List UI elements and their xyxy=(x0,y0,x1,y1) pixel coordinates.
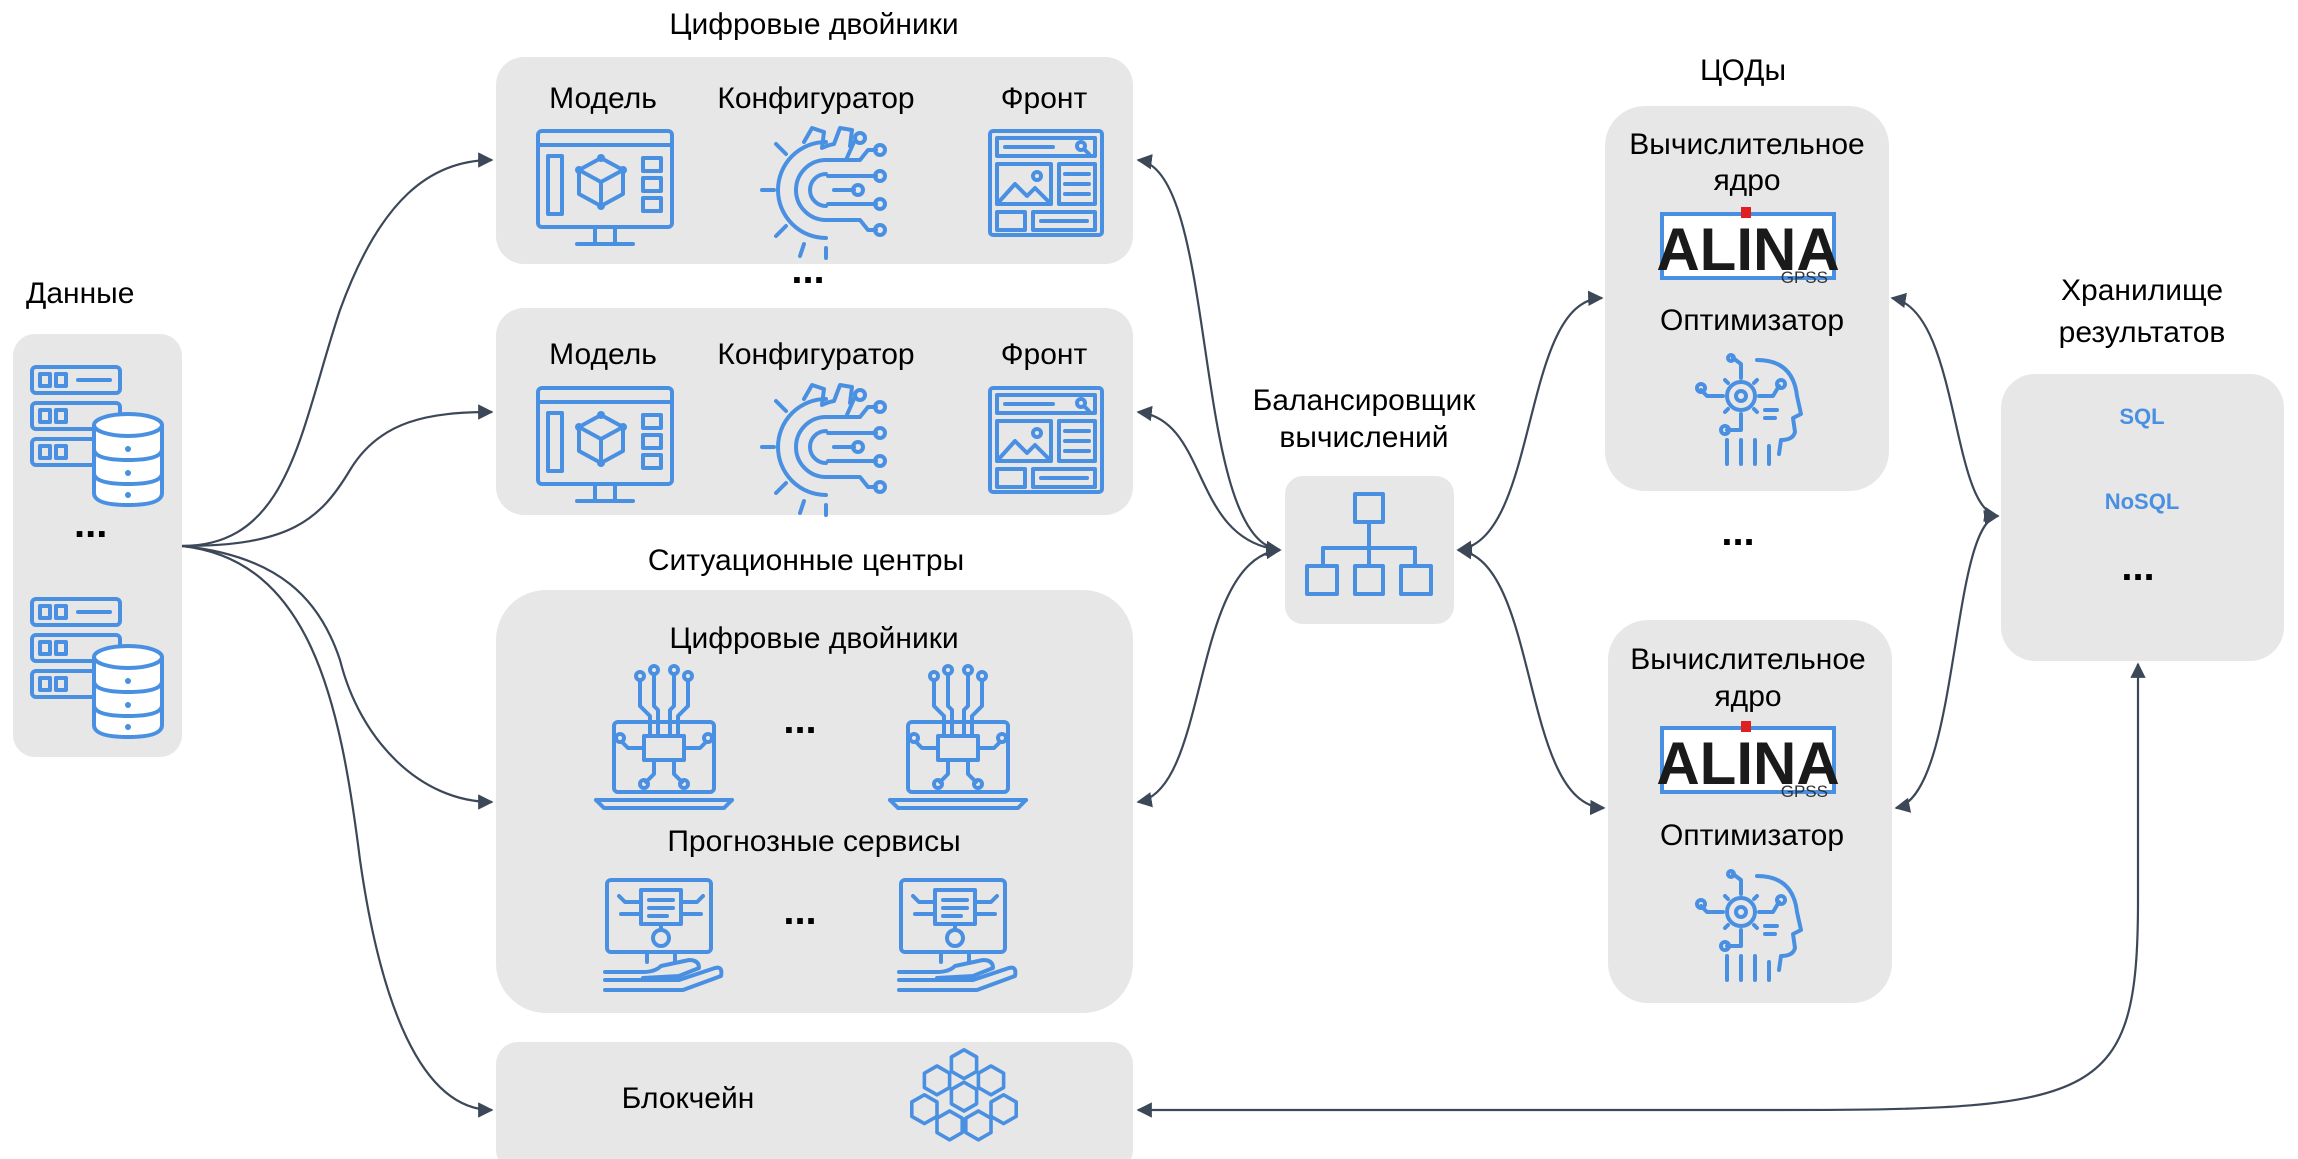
dc1-optimizer-label: Оптимизатор xyxy=(1660,304,1844,337)
dc2-optimizer-label: Оптимизатор xyxy=(1660,819,1844,852)
storage-title-line1: Хранилище xyxy=(2061,274,2223,307)
dc1-core-line1: Вычислительное xyxy=(1629,128,1864,161)
situation-centers-title: Ситуационные центры xyxy=(648,544,964,577)
balancer-title-line2: вычислений xyxy=(1279,421,1448,454)
alina-logo-2: ALINA GPSS xyxy=(1656,721,1840,801)
sc-forecast-ellipsis: ... xyxy=(783,889,816,933)
sc-forecast-label: Прогнозные сервисы xyxy=(667,825,960,858)
digital-twins-between-ellipsis: ... xyxy=(791,248,824,292)
sc-twins-ellipsis: ... xyxy=(783,698,816,742)
storage-item-sql: SQL xyxy=(2119,404,2164,429)
data-title: Данные xyxy=(26,277,134,310)
svg-text:ALINA: ALINA xyxy=(1656,216,1839,283)
storage-item-ellipsis: ... xyxy=(2121,545,2154,589)
front-label-1: Фронт xyxy=(1001,82,1088,115)
datacenters-between-ellipsis: ... xyxy=(1721,510,1754,554)
svg-text:GPSS: GPSS xyxy=(1781,268,1828,287)
svg-text:ALINA: ALINA xyxy=(1656,730,1839,797)
data-ellipsis: ... xyxy=(74,502,107,546)
blockchain-label: Блокчейн xyxy=(622,1082,755,1115)
datacenters-title: ЦОДы xyxy=(1700,54,1786,87)
storage-item-nosql: NoSQL xyxy=(2105,489,2180,514)
dc2-core-line1: Вычислительное xyxy=(1630,643,1865,676)
blockchain-panel xyxy=(496,1042,1133,1159)
connectors xyxy=(181,152,2146,1118)
balancer-title-line1: Балансировщик xyxy=(1253,384,1477,417)
configurator-label-2: Конфигуратор xyxy=(717,338,914,371)
alina-logo-1: ALINA GPSS xyxy=(1656,207,1840,287)
model-label-1: Модель xyxy=(549,82,657,115)
storage-title-line2: результатов xyxy=(2059,316,2226,349)
sc-twins-label: Цифровые двойники xyxy=(669,622,958,655)
digital-twins-panel-2 xyxy=(496,308,1133,515)
svg-text:GPSS: GPSS xyxy=(1781,782,1828,801)
datacenter-panel-2 xyxy=(1608,620,1892,1003)
configurator-label-1: Конфигуратор xyxy=(717,82,914,115)
datacenter-panel-1 xyxy=(1605,106,1889,491)
front-label-2: Фронт xyxy=(1001,338,1088,371)
dc2-core-line2: ядро xyxy=(1714,680,1781,713)
model-label-2: Модель xyxy=(549,338,657,371)
storage-panel xyxy=(2001,374,2284,661)
digital-twins-title: Цифровые двойники xyxy=(669,8,958,41)
dc1-core-line2: ядро xyxy=(1713,164,1780,197)
